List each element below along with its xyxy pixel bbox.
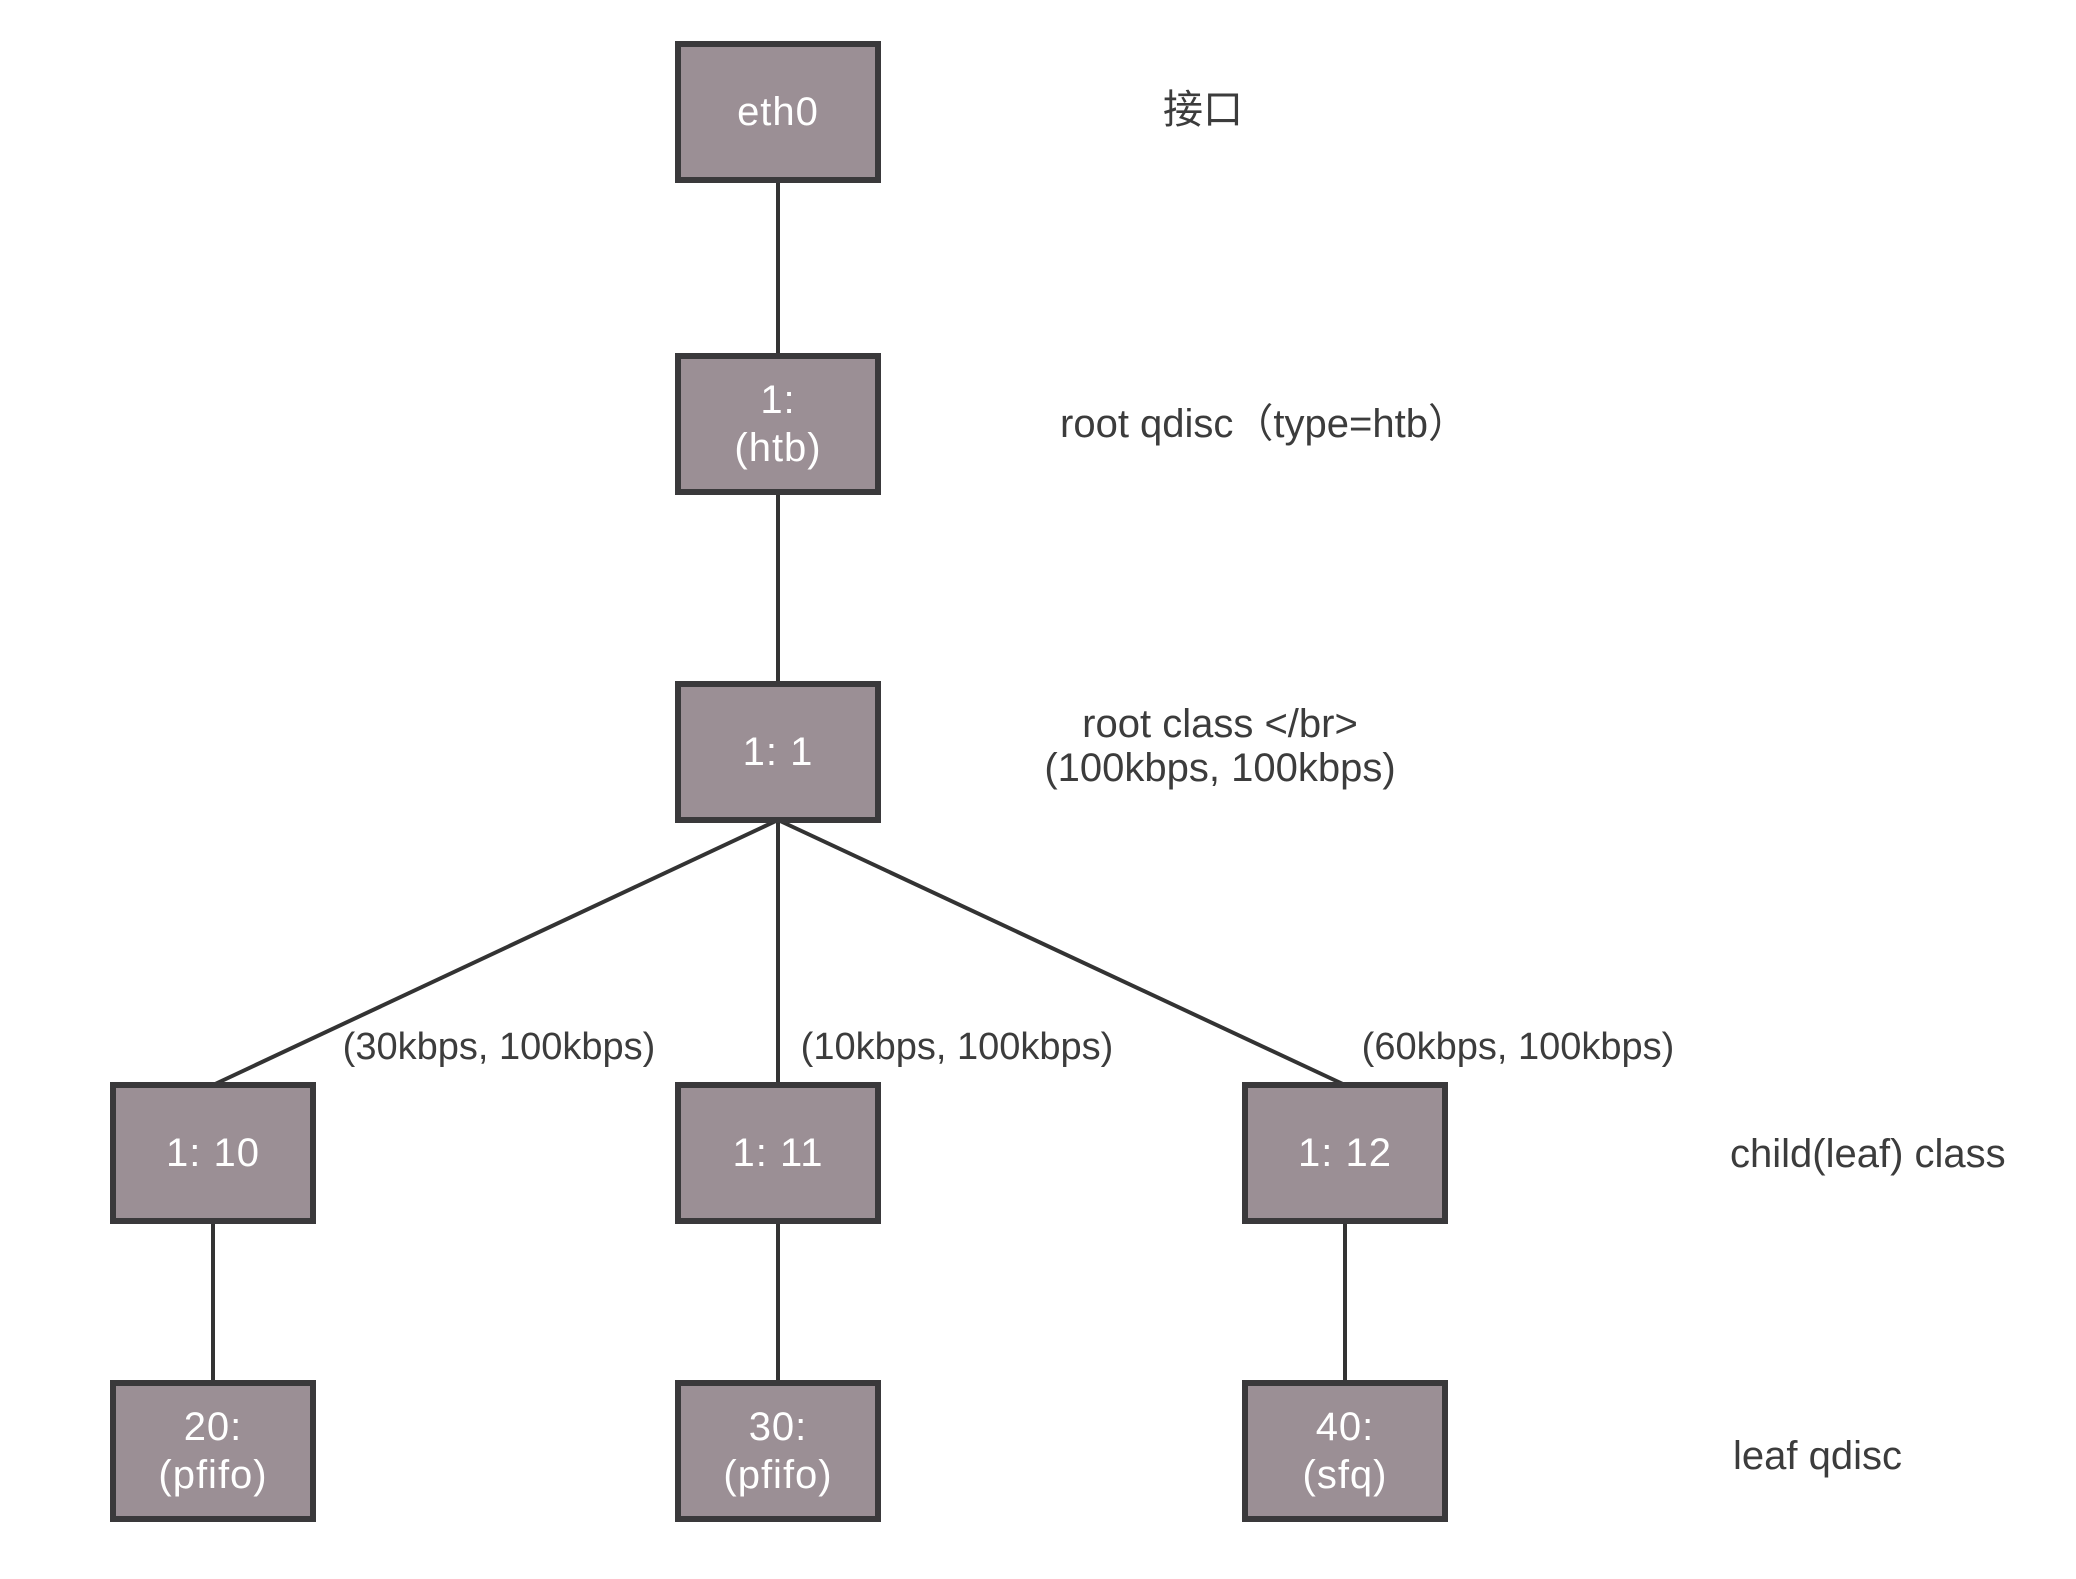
node-qdisc-30: 30:(pfifo) — [675, 1380, 881, 1522]
annotation-child-class: child(leaf) class — [1730, 1132, 2006, 1176]
node-class-1-11: 1: 11 — [675, 1082, 881, 1224]
node-class-1-10: 1: 10 — [110, 1082, 316, 1224]
node-root-class: 1: 1 — [675, 681, 881, 823]
edge-label-class12-rate: (60kbps, 100kbps) — [1361, 1026, 1675, 1068]
edge-label-class11-rate: (10kbps, 100kbps) — [800, 1026, 1114, 1068]
node-class-1-12: 1: 12 — [1242, 1082, 1448, 1224]
node-qdisc-40: 40:(sfq) — [1242, 1380, 1448, 1522]
annotation-interface: 接口 — [1163, 88, 1243, 132]
annotation-root-qdisc: root qdisc（type=htb） — [1060, 402, 1468, 446]
node-qdisc-20: 20:(pfifo) — [110, 1380, 316, 1522]
connector-rootclass-class10 — [212, 818, 779, 1087]
node-root-qdisc: 1:(htb) — [675, 353, 881, 495]
annotation-root-class: root class </br>(100kbps, 100kbps) — [1044, 702, 1396, 790]
edge-label-class10-rate: (30kbps, 100kbps) — [342, 1026, 656, 1068]
annotation-leaf-qdisc: leaf qdisc — [1733, 1434, 1902, 1478]
node-eth0: eth0 — [675, 41, 881, 183]
connector-rootclass-class12 — [777, 818, 1346, 1087]
